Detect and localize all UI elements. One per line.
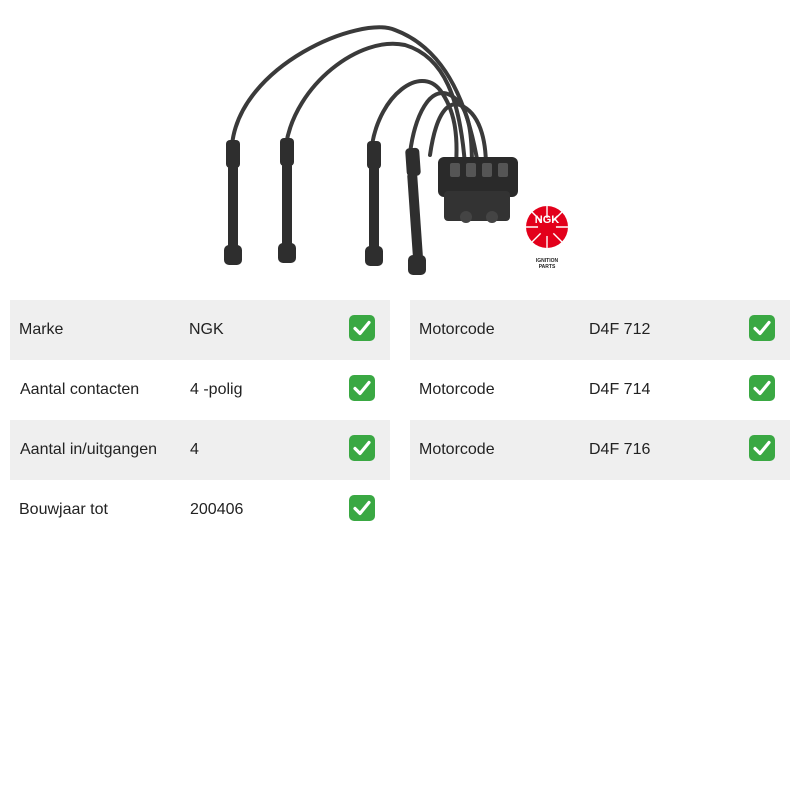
spec-label: Marke xyxy=(19,321,64,338)
spec-value: 200406 xyxy=(190,501,244,518)
ngk-logo: NGK IGNITION PARTS xyxy=(526,206,568,270)
spec-label: Aantal in/uitgangen xyxy=(20,441,157,458)
product-image: NGK IGNITION PARTS xyxy=(210,5,590,290)
spec-value: D4F 716 xyxy=(589,441,651,458)
spec-row: Motorcode D4F 712 xyxy=(410,300,790,360)
checkmark-icon xyxy=(749,435,775,461)
spec-row: Marke NGK xyxy=(10,300,390,360)
spec-label: Aantal contacten xyxy=(20,381,140,398)
spec-value: NGK xyxy=(189,321,224,338)
spec-label: Motorcode xyxy=(419,441,495,458)
spec-table-left: Marke NGK Aantal contacten 4 -polig Aant… xyxy=(10,300,390,540)
checkmark-icon xyxy=(349,375,375,401)
checkmark-icon xyxy=(349,495,375,521)
spec-value: 4 xyxy=(190,441,199,458)
svg-text:NGK: NGK xyxy=(535,214,560,226)
checkmark-icon xyxy=(749,315,775,341)
spec-value: D4F 714 xyxy=(589,381,651,398)
spec-row: Motorcode D4F 714 xyxy=(410,360,790,420)
spec-row: Motorcode D4F 716 xyxy=(410,420,790,480)
spec-value: D4F 712 xyxy=(589,321,651,338)
spec-label: Motorcode xyxy=(419,321,495,338)
spec-row: Bouwjaar tot 200406 xyxy=(10,480,390,540)
svg-text:PARTS: PARTS xyxy=(539,264,556,270)
checkmark-icon xyxy=(749,375,775,401)
spec-row: Aantal in/uitgangen 4 xyxy=(10,420,390,480)
spec-label: Motorcode xyxy=(419,381,495,398)
checkmark-icon xyxy=(349,315,375,341)
spec-value: 4 -polig xyxy=(190,381,243,398)
spec-row: Aantal contacten 4 -polig xyxy=(10,360,390,420)
checkmark-icon xyxy=(349,435,375,461)
svg-text:IGNITION: IGNITION xyxy=(536,258,559,264)
spec-label: Bouwjaar tot xyxy=(19,501,108,518)
spec-table-right: Motorcode D4F 712 Motorcode D4F 714 Moto… xyxy=(410,300,790,480)
